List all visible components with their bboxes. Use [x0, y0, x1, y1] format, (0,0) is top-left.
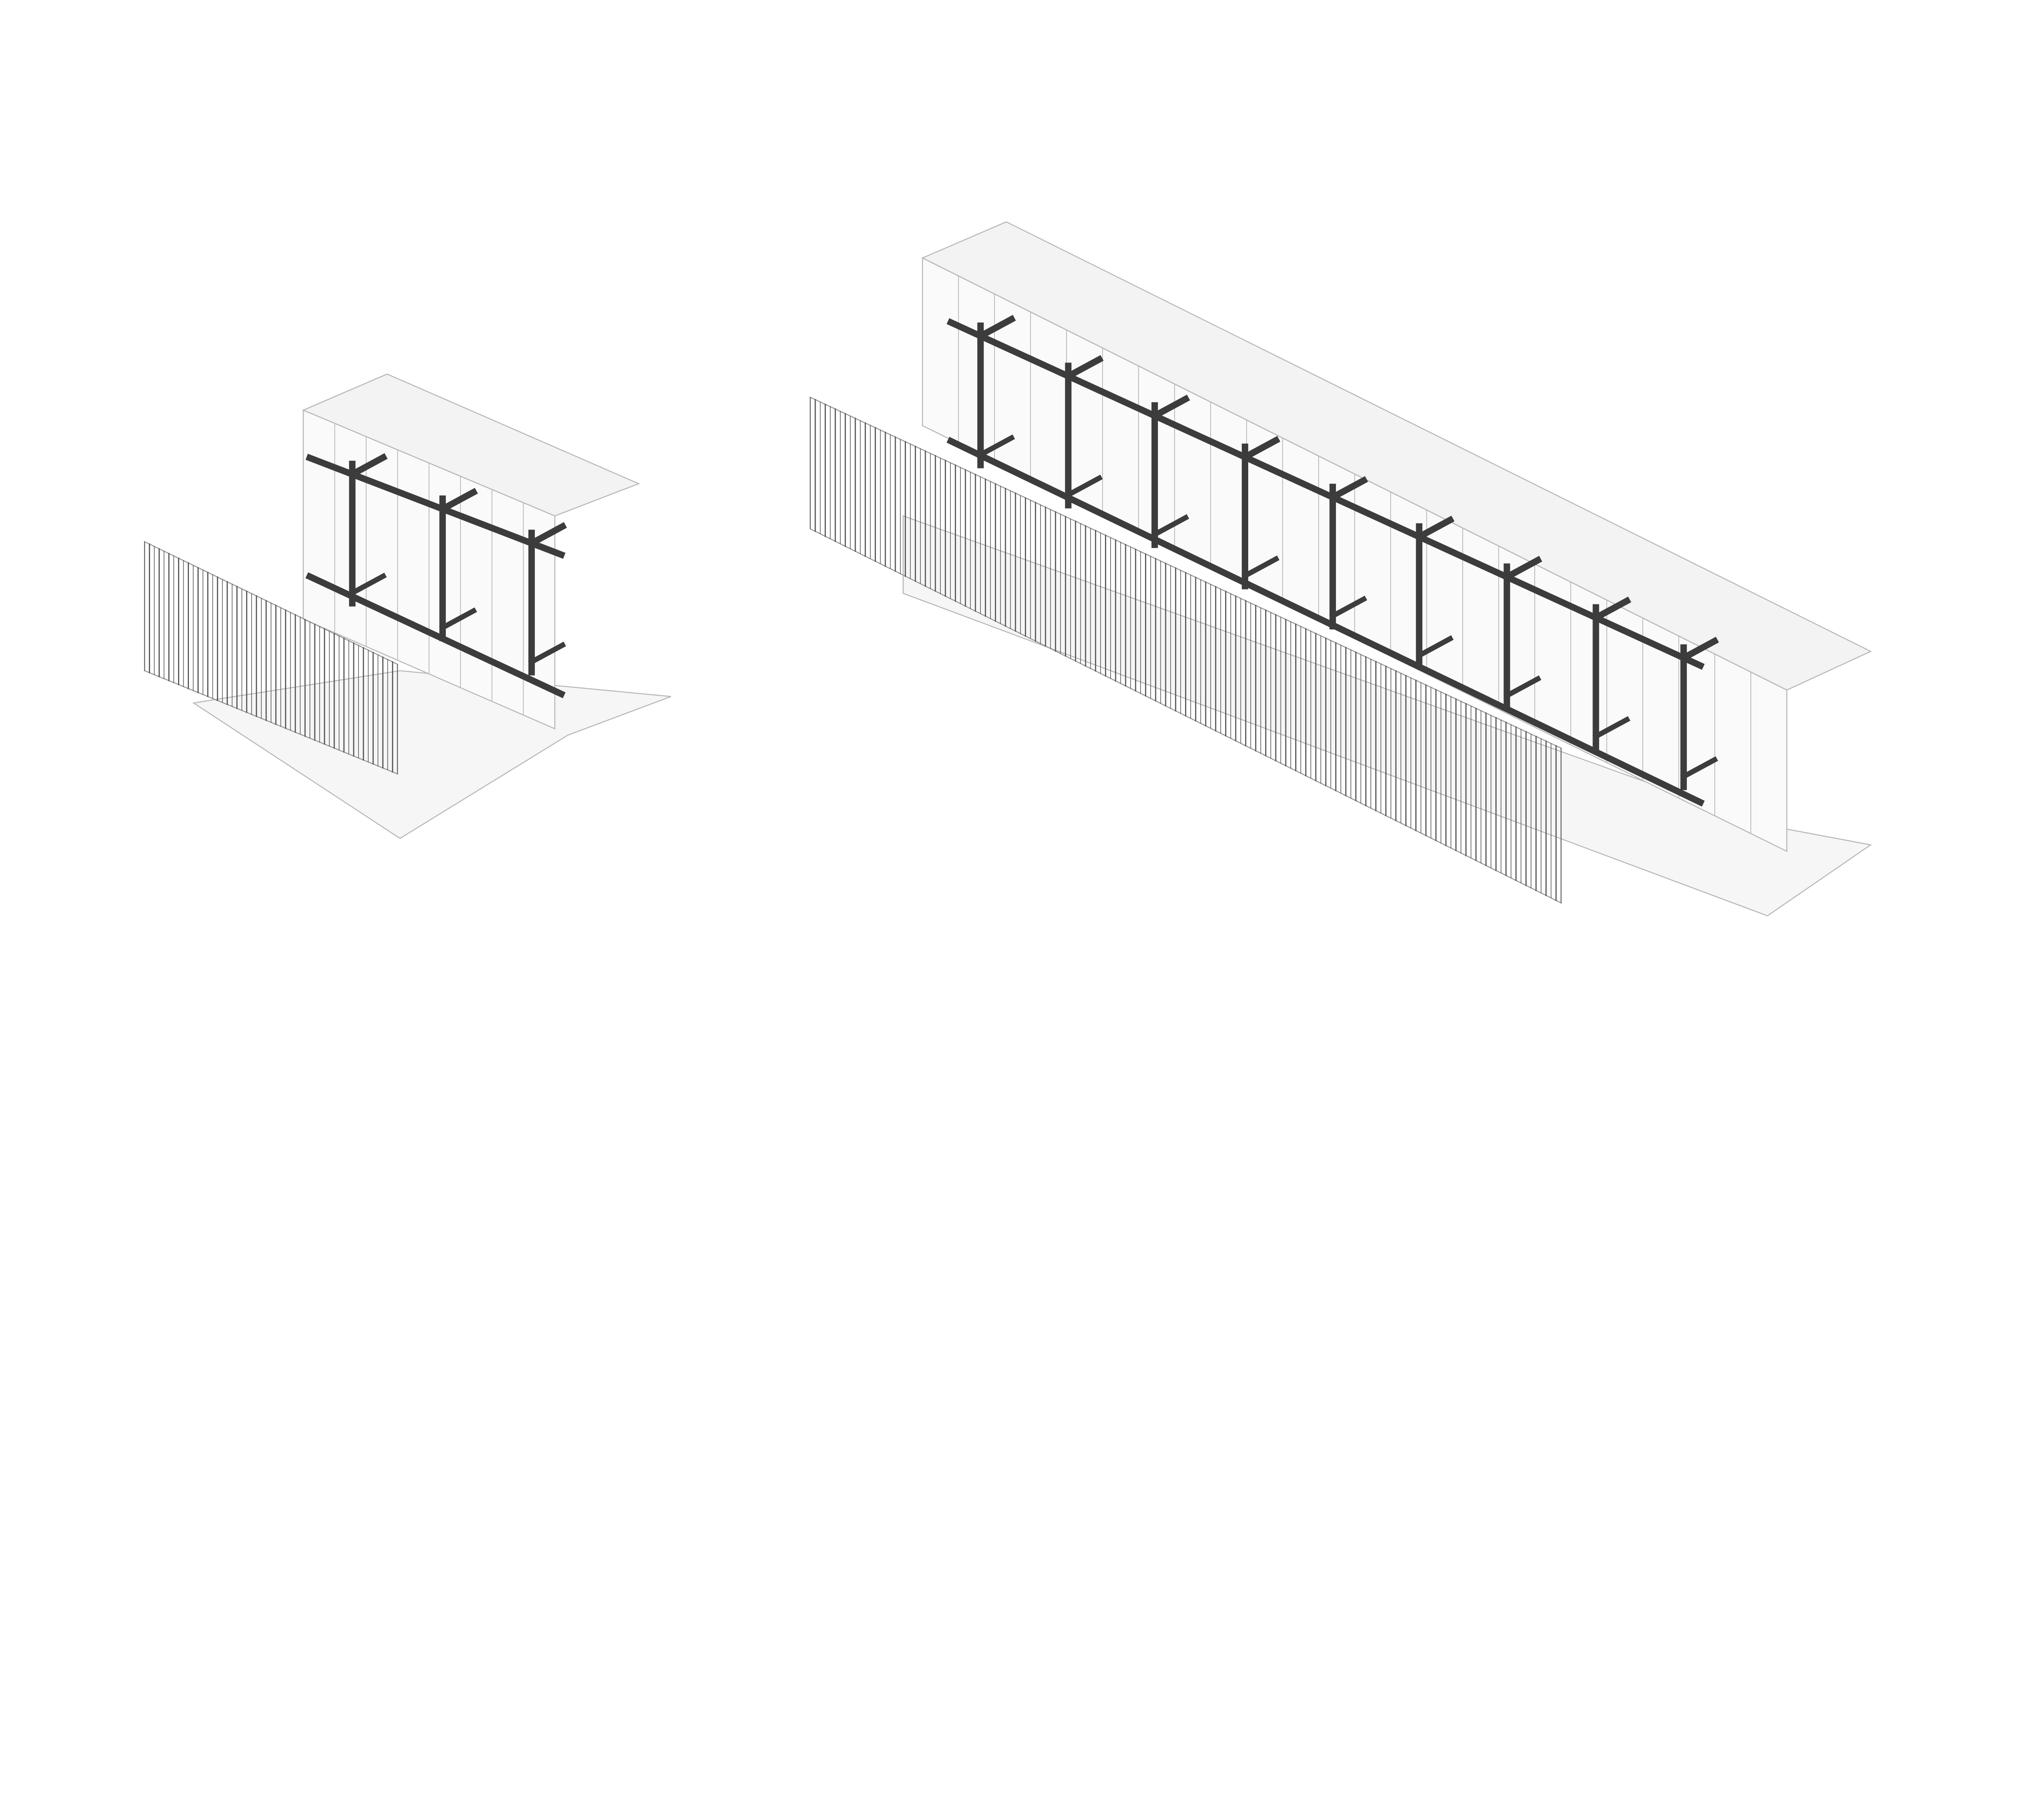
axonometric-diagram: [144, 221, 1872, 917]
frame-stub: [1064, 355, 1104, 381]
floor-slab: [902, 515, 1872, 917]
frame-stub: [1502, 556, 1542, 582]
frame-stub: [1150, 394, 1190, 420]
frame-stub: [527, 522, 567, 548]
frame-stub: [977, 434, 1015, 458]
long-pavilion: [810, 221, 1872, 917]
frame-stub: [528, 642, 566, 665]
frame-stub: [349, 572, 387, 597]
frame-stub: [1241, 436, 1281, 462]
frame-stub: [1241, 555, 1280, 579]
frame-stub: [1592, 716, 1631, 740]
small-pavilion: [144, 373, 671, 839]
frame-stub: [348, 453, 388, 479]
frame-stub: [1680, 756, 1718, 780]
floor-slab: [192, 670, 671, 839]
frame-stub: [1329, 595, 1368, 620]
frame-stub: [1591, 596, 1631, 622]
frame-stub: [1065, 475, 1103, 498]
frame-stub: [1679, 637, 1719, 663]
frame-stub: [1503, 675, 1542, 699]
frame-stub: [1328, 476, 1368, 502]
frame-stub: [438, 487, 478, 514]
frame-top-beam: [946, 318, 1705, 670]
frame-stub: [439, 607, 477, 631]
frame-stub: [976, 315, 1016, 341]
frame-stub: [1414, 515, 1455, 541]
frame-bottom-beam: [946, 436, 1705, 807]
frame-stub: [1151, 514, 1190, 538]
frame-stub: [1415, 635, 1454, 659]
